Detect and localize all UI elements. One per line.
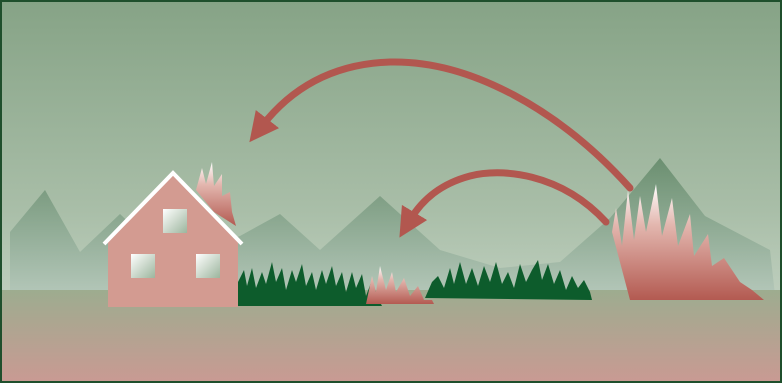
window xyxy=(196,254,220,278)
window xyxy=(131,254,155,278)
window xyxy=(163,209,187,233)
